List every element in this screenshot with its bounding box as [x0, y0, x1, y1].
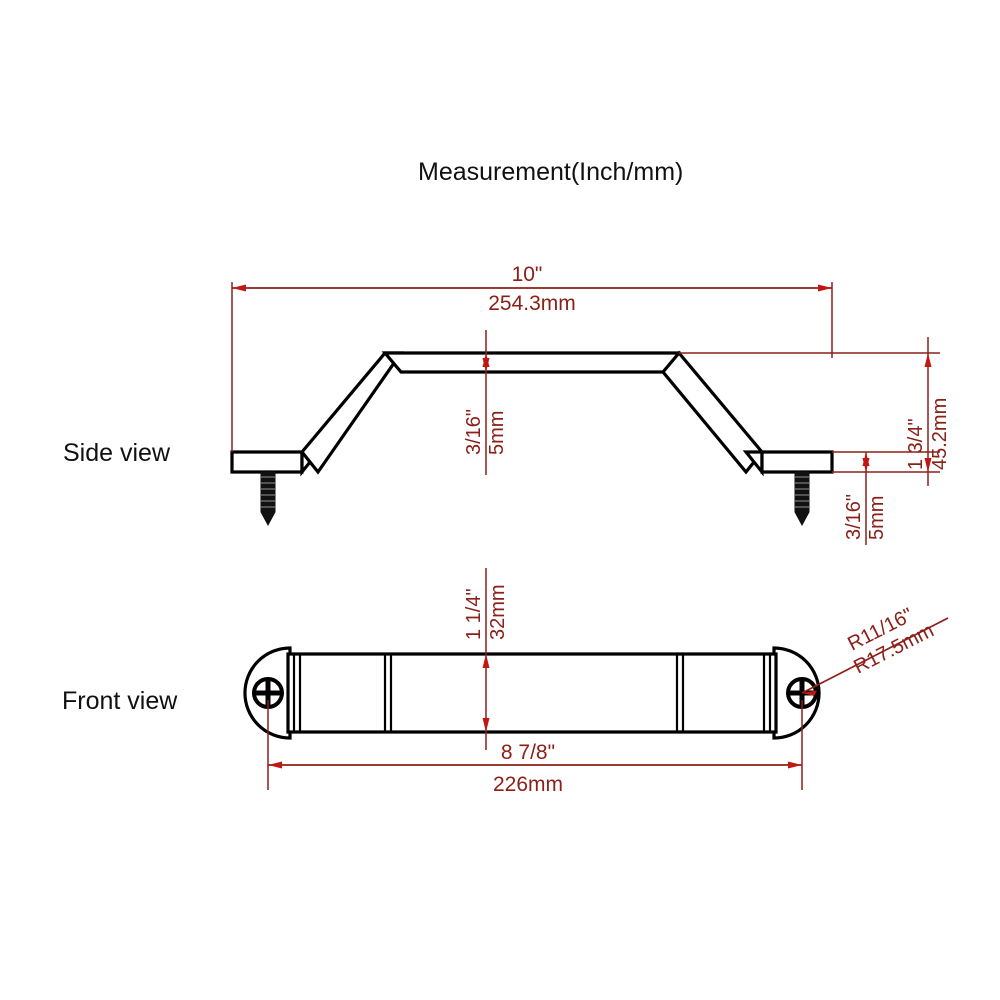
side-right-screw-icon — [794, 471, 810, 527]
arrow-bar-width-bottom — [482, 718, 490, 732]
page-title: Measurement(Inch/mm) — [418, 158, 683, 186]
dim-bar-width-inch: 1 1/4" — [463, 588, 485, 640]
arrow-end-radius — [802, 690, 817, 696]
side-left-riser — [299, 351, 405, 475]
side-view-label: Side view — [63, 439, 171, 467]
front-view-label: Front view — [62, 687, 178, 715]
dim-bar-thickness-inch: 3/16" — [463, 409, 485, 455]
dim-overall-length-mm: 254.3mm — [488, 292, 576, 315]
dim-foot-thickness-mm: 5mm — [866, 496, 888, 540]
arrow-height-top — [924, 353, 932, 367]
dim-mounting-centers-inch: 8 7/8" — [501, 741, 555, 764]
arrow-mounting-right — [788, 761, 802, 769]
dim-overall-height-inch: 1 3/4" — [905, 418, 927, 470]
dim-leader-end-radius — [801, 617, 949, 694]
side-left-screw-icon — [260, 471, 276, 527]
side-top-bar — [381, 351, 681, 374]
arrow-overall-left — [232, 284, 246, 292]
side-left-foot — [230, 450, 304, 474]
dim-foot-thickness-inch: 3/16" — [843, 494, 865, 540]
arrow-bar-thickness-bottom — [482, 358, 490, 372]
arrow-mounting-left — [268, 761, 282, 769]
dim-mounting-centers-mm: 226mm — [493, 773, 563, 796]
side-view-dimensions: 10" 254.3mm 3/16" 5mm 3/16" 5mm 1 3/4" 4… — [231, 263, 951, 545]
side-right-riser — [660, 350, 765, 475]
side-view-geometry — [230, 350, 834, 527]
front-view-geometry — [243, 646, 821, 740]
dim-overall-length-inch: 10" — [512, 263, 543, 286]
front-main-bar — [286, 652, 778, 734]
dim-bar-thickness-mm: 5mm — [486, 411, 508, 455]
dim-overall-height-mm: 45.2mm — [929, 398, 951, 470]
arrow-bar-width-top — [482, 654, 490, 668]
dim-bar-width-mm: 32mm — [487, 584, 509, 640]
arrow-foot-thickness-bottom — [862, 458, 870, 472]
arrow-height-bottom — [924, 458, 932, 472]
side-right-foot — [760, 450, 834, 474]
arrow-overall-right — [818, 284, 832, 292]
